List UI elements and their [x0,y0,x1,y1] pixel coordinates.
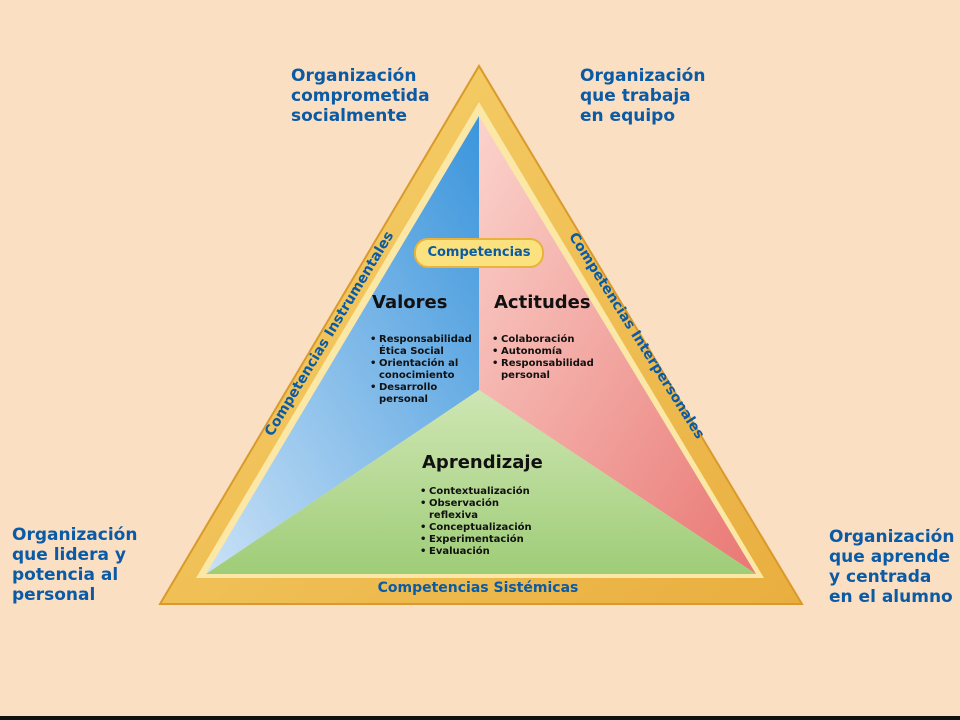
valores-list: Responsabilidad Ética Social Orientación… [370,334,482,406]
list-item: Experimentación [420,534,550,546]
list-item: Conceptualización [420,522,550,534]
list-item: Orientación al conocimiento [370,358,482,382]
list-item: Responsabilidad Ética Social [370,334,482,358]
valores-region [206,116,479,574]
list-item: Colaboración [492,334,602,346]
list-item: Observación reflexiva [420,498,550,522]
valores-title: Valores [372,292,448,313]
aprendizaje-list: Contextualización Observación reflexiva … [420,486,550,558]
edge-label-bottom: Competencias Sistémicas [377,580,579,596]
list-item: Responsabilidad personal [492,358,602,382]
bottom-border [0,716,960,720]
list-item: Evaluación [420,546,550,558]
actitudes-title: Actitudes [494,292,591,313]
actitudes-list: Colaboración Autonomía Responsabilidad p… [492,334,602,382]
actitudes-region [479,116,756,574]
list-item: Autonomía [492,346,602,358]
list-item: Desarrollo personal [370,382,482,406]
competencias-pill: Competencias [414,238,544,268]
aprendizaje-title: Aprendizaje [422,452,543,473]
corner-label-bottom-right: Organización que aprende y centrada en e… [829,527,955,607]
aprendizaje-region [206,390,756,574]
corner-label-top-left: Organización comprometida socialmente [291,66,430,126]
list-item: Contextualización [420,486,550,498]
corner-label-bottom-left: Organización que lidera y potencia al pe… [12,525,138,605]
corner-label-top-right: Organización que trabaja en equipo [580,66,706,126]
